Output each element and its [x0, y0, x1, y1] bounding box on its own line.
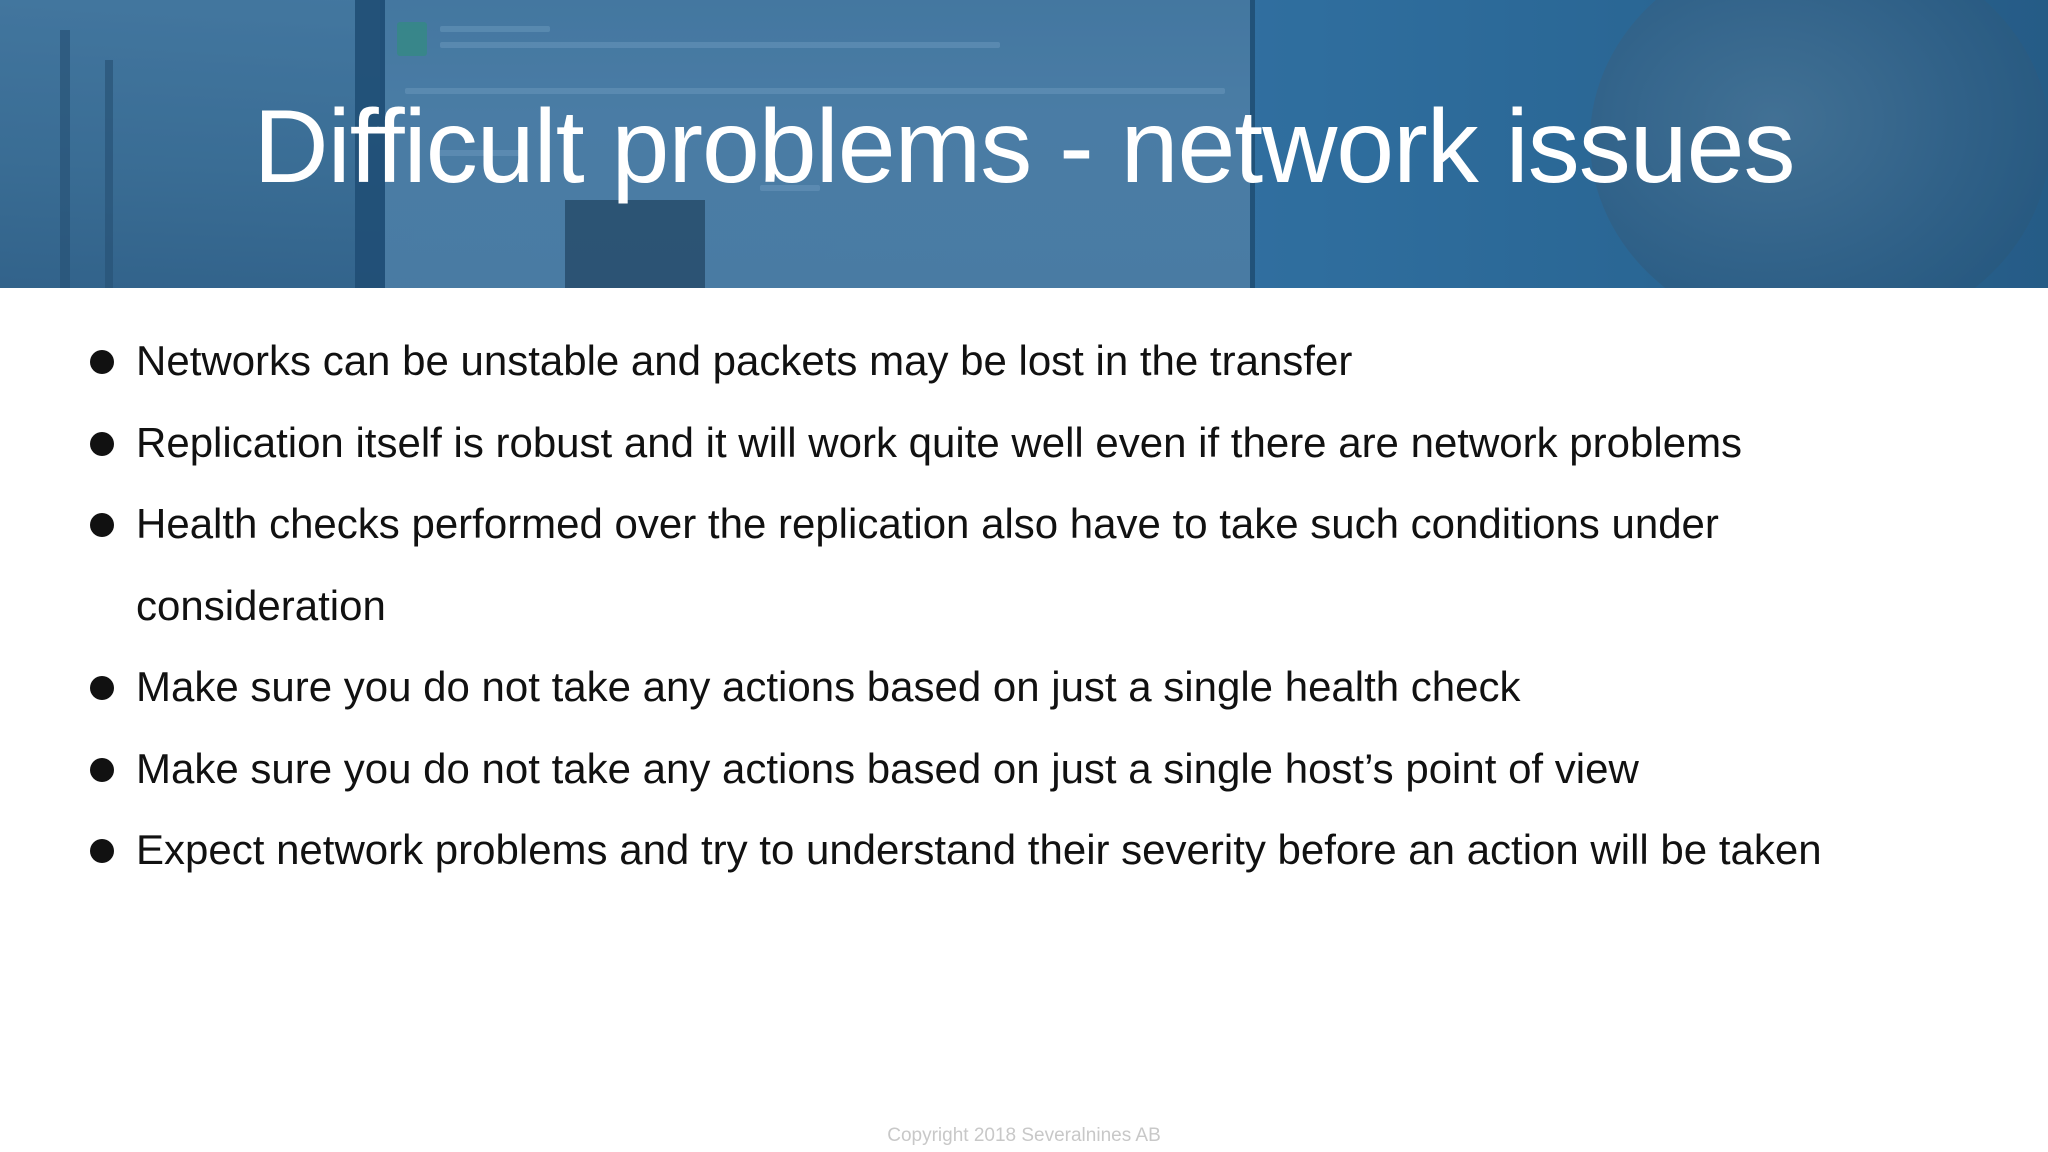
- bullet-text: Make sure you do not take any actions ba…: [136, 663, 1521, 710]
- bullet-dot-icon: [90, 431, 114, 456]
- background-pole: [105, 60, 113, 288]
- header-banner: Difficult problems - network issues: [0, 0, 2048, 288]
- bullet-text: Networks can be unstable and packets may…: [136, 337, 1353, 384]
- copyright-footer: Copyright 2018 Severalnines AB: [887, 1125, 1161, 1146]
- bullet-dot-icon: [90, 676, 114, 700]
- bullet-text: Expect network problems and try to under…: [136, 826, 1822, 873]
- background-screen-logo: [397, 22, 427, 56]
- background-pole: [60, 30, 70, 288]
- bullet-list: Networks can be unstable and packets may…: [90, 320, 2020, 891]
- background-screen-tooltip: [565, 200, 705, 288]
- background-screen-bar: [430, 150, 520, 156]
- bullet-dot-icon: [90, 757, 114, 782]
- bullet-text: Replication itself is robust and it will…: [136, 418, 1743, 466]
- bullet-item: Make sure you do not take any actions ba…: [90, 728, 2020, 810]
- bullet-item: Replication itself is robust and it will…: [90, 402, 2020, 484]
- bullet-dot-icon: [90, 839, 114, 863]
- bullet-dot-icon: [90, 513, 114, 537]
- background-screen-bar: [405, 88, 1225, 94]
- bullet-text: Health checks performed over the replica…: [136, 500, 1719, 629]
- bullet-item: Expect network problems and try to under…: [90, 809, 2020, 891]
- background-person: [1590, 0, 2048, 288]
- bullet-text: Make sure you do not take any actions ba…: [136, 744, 1639, 792]
- slide-title: Difficult problems - network issues: [253, 89, 1796, 205]
- bullet-dot-icon: [90, 350, 114, 374]
- background-screen-bar: [760, 185, 820, 191]
- bullet-item: Networks can be unstable and packets may…: [90, 320, 2020, 402]
- bullet-item: Make sure you do not take any actions ba…: [90, 646, 2020, 728]
- background-monitor-screen: [385, 0, 1250, 288]
- background-screen-bar: [440, 26, 550, 32]
- background-screen-bar: [440, 42, 1000, 48]
- bullet-item: Health checks performed over the replica…: [90, 483, 2020, 646]
- banner-tint: [0, 0, 2048, 288]
